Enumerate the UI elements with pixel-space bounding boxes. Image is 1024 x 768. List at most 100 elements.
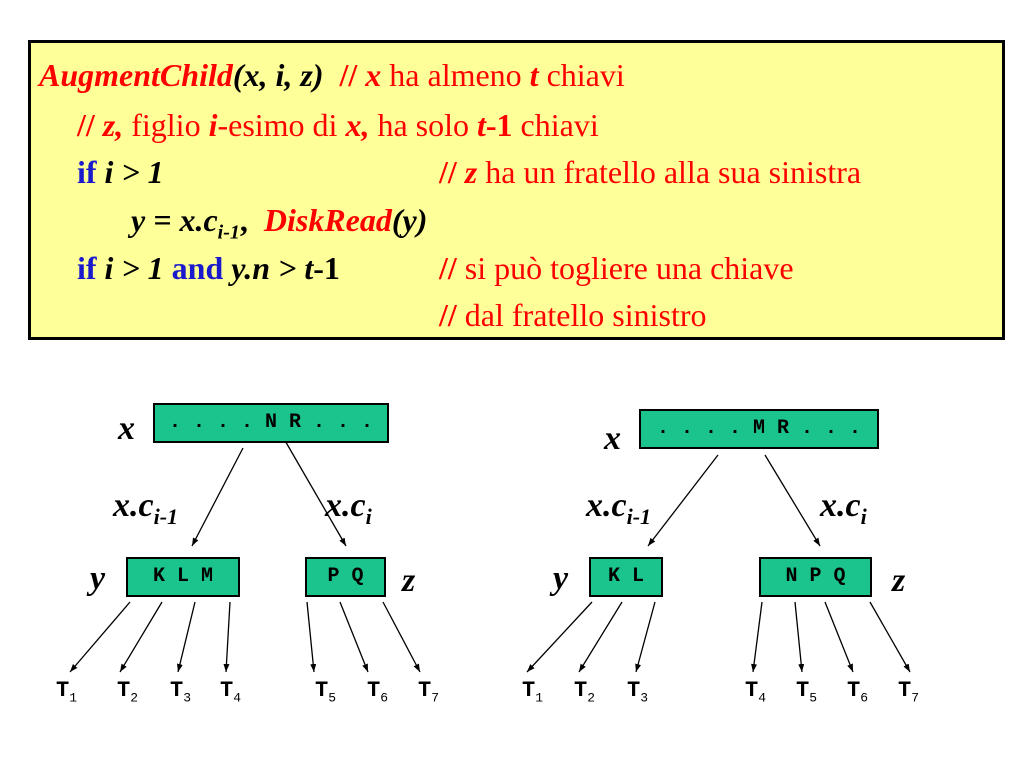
right-subtree-3: T3 [627,679,648,710]
subtree-index: 4 [233,690,242,706]
left-node-y: K L M [126,557,240,597]
code-line-3: if i > 1 [77,154,164,190]
right-subtree-1: T1 [522,679,543,710]
comment-slashes: // [439,154,457,190]
comment-var: z [464,154,478,190]
subtree-name: T [418,678,432,703]
comment-text: ha un fratello alla sua sinistra [485,154,862,190]
right-node-z: N P Q [759,557,872,597]
comment-var: x, [345,107,370,143]
comment-text: figlio [131,107,201,143]
edge-left-z-t5 [306,601,317,673]
keyword-if: if [77,250,97,286]
subtree-name: T [56,678,70,703]
condition: i > 1 [104,250,164,286]
comment-var: t [476,107,486,143]
function-name: AugmentChild [39,57,233,93]
edge-right-x-to-y [647,454,719,547]
edge-right-y-t3 [635,601,656,673]
subtree-index: 2 [587,690,596,706]
left-z-label: z [402,562,416,599]
right-edge-label-ci: x.ci [820,487,867,536]
condition: -1 [313,250,340,286]
condition: y.n > t [231,250,314,286]
edge-right-y-t2 [578,601,623,673]
keyword-and: and [171,250,224,286]
assignment: y = x.c [131,202,218,238]
subtree-index: 1 [535,690,544,706]
code-box: AugmentChild(x, i, z) // x ha almeno t c… [28,40,1005,340]
subtree-index: 1 [69,690,78,706]
subtree-name: T [745,678,759,703]
subtree-name: T [522,678,536,703]
left-node-x: . . . . N R . . . [153,403,389,443]
left-subtree-6: T6 [367,679,388,710]
subtree-name: T [367,678,381,703]
subtree-index: 7 [911,690,920,706]
subtree-name: T [574,678,588,703]
comment-text: ha solo [377,107,469,143]
call-args: (y) [391,202,428,238]
edge-right-z-t7 [869,601,911,673]
edge-left-y-t1 [69,601,131,673]
comment-var: z, [102,107,124,143]
left-edge-label-ci-1: x.ci-1 [113,487,178,536]
code-line-5: if i > 1 and y.n > t-1 [77,250,340,286]
subtree-index: 3 [640,690,649,706]
subtree-index: 3 [183,690,192,706]
comment-slashes: // [77,107,95,143]
left-subtree-4: T4 [220,679,241,710]
edge-label-text: x.c [820,487,861,524]
subtree-index: 5 [328,690,337,706]
comment-text: -1 [485,107,513,143]
comment-slashes: // [439,297,457,333]
subtree-name: T [315,678,329,703]
function-params: (x, i, z) [232,57,324,93]
condition: i > 1 [104,154,164,190]
subtree-name: T [847,678,861,703]
comment-text: si può togliere una chiave [464,250,794,286]
edge-label-sub: i [860,503,867,529]
subtree-name: T [117,678,131,703]
edge-left-y-t3 [176,601,196,673]
edge-right-z-t4 [751,601,763,673]
comment-var: t [529,57,539,93]
edge-right-y-t1 [526,601,593,673]
comment-slashes: // [339,57,358,93]
code-line-5-comment: // si può togliere una chiave [439,250,794,286]
edge-left-z-t7 [382,601,421,673]
subtree-index: 6 [380,690,389,706]
diskread-call: DiskRead [263,202,392,238]
edge-label-text: x.c [586,487,627,524]
edge-right-z-t6 [824,601,854,673]
comment-text: chiavi [520,107,599,143]
edge-left-x-to-y [191,447,244,547]
comment-text: chiavi [546,57,625,93]
comment-text: -esimo di [217,107,338,143]
comment-slashes: // [439,250,457,286]
left-node-z: P Q [305,557,386,597]
left-x-label: x [118,410,135,447]
right-subtree-2: T2 [574,679,595,710]
right-subtree-7: T7 [898,679,919,710]
comment-var: i [208,107,218,143]
left-edge-label-ci: x.ci [325,487,372,536]
comment-text: ha almeno [389,57,522,93]
subtree-name: T [898,678,912,703]
subtree-index: 4 [758,690,767,706]
edge-label-sub: i-1 [626,503,652,529]
subscript: i-1 [217,221,240,244]
subtree-name: T [796,678,810,703]
right-node-y: K L [589,557,663,597]
left-subtree-2: T2 [117,679,138,710]
code-line-1: AugmentChild(x, i, z) // x ha almeno t c… [39,57,625,93]
comment-text: dal fratello sinistro [464,297,707,333]
right-subtree-4: T4 [745,679,766,710]
edge-label-sub: i [365,503,372,529]
subtree-index: 2 [130,690,139,706]
left-subtree-7: T7 [418,679,439,710]
right-node-x: . . . . M R . . . [639,409,879,449]
edge-right-x-to-z [764,454,821,547]
code-line-6-comment: // dal fratello sinistro [439,297,707,333]
